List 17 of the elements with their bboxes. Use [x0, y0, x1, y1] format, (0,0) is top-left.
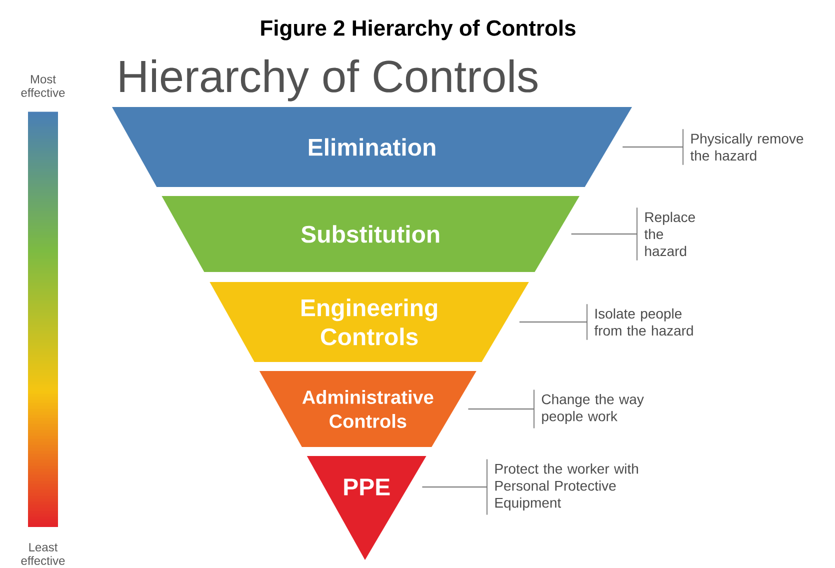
hierarchy-band: PPE [306, 456, 426, 560]
leader-line [622, 146, 684, 148]
title: Hierarchy of Controls [120, 59, 538, 102]
description-text: Change the way people work [534, 389, 644, 429]
hierarchy-band: Administrative Controls [259, 371, 476, 447]
leader-line [468, 408, 534, 410]
hierarchy-band: Elimination [112, 107, 632, 187]
hierarchy-band: Substitution [162, 196, 580, 272]
description-text: Protect the worker with Personal Protective Equipment [486, 458, 638, 516]
scale-label: Most effective [21, 75, 65, 97]
figure-caption: Figure 2 Hierarchy of Controls [261, 20, 576, 40]
description-text: Replace the hazard [636, 207, 695, 261]
scale-label: Least effective [21, 543, 65, 565]
description-text: Physically remove the hazard [682, 128, 804, 166]
hierarchy-band: Engineering Controls [210, 282, 529, 362]
description-text: Isolate people from the hazard [586, 304, 693, 340]
leader-line [422, 486, 488, 488]
